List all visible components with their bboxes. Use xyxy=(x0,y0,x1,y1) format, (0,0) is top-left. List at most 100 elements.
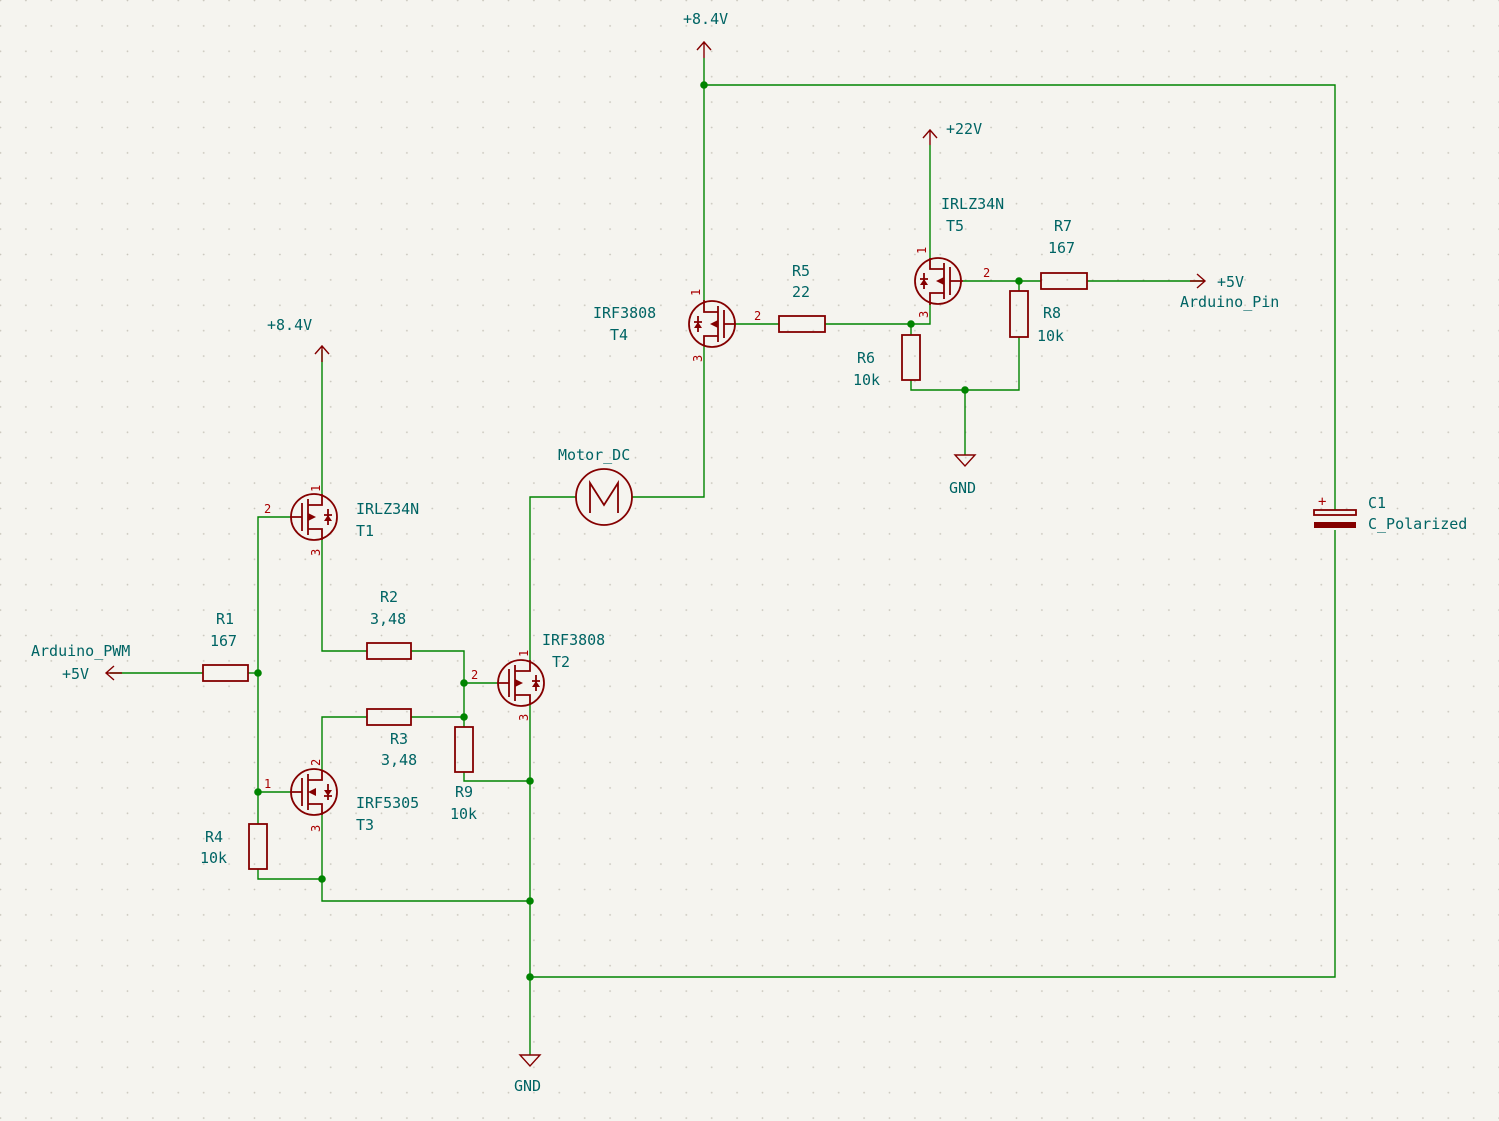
wire-c1-gnd xyxy=(530,530,1336,978)
gnd-label: GND xyxy=(514,1077,541,1095)
wire-t3-source-gnd xyxy=(321,815,530,902)
r3-value: 3,48 xyxy=(381,751,417,769)
wire-t4-source-motor xyxy=(632,345,705,498)
junction-dot xyxy=(254,788,262,796)
mosfet-t3[interactable] xyxy=(290,768,338,816)
r4-value: 10k xyxy=(200,849,227,867)
power-p84-left[interactable]: +8.4V xyxy=(267,316,330,362)
r9-ref: R9 xyxy=(455,783,473,801)
t2-pin1: 1 xyxy=(517,650,531,657)
capacitor-c1[interactable]: + xyxy=(1313,494,1357,528)
c1-polarity-mark: + xyxy=(1318,494,1326,510)
wires xyxy=(110,58,1336,1055)
junction-dot xyxy=(460,679,468,687)
t4-pin2: 2 xyxy=(754,309,761,323)
gnd-bottom[interactable]: GND xyxy=(514,1054,542,1095)
t1-pin1: 1 xyxy=(309,485,323,492)
r2-ref: R2 xyxy=(380,588,398,606)
r7-ref: R7 xyxy=(1054,217,1072,235)
resistor-r5[interactable] xyxy=(778,315,826,333)
junctions xyxy=(254,81,1023,981)
t3-ref: T3 xyxy=(356,816,374,834)
junction-dot xyxy=(254,669,262,677)
junction-dot xyxy=(318,875,326,883)
t4-pin1: 1 xyxy=(689,289,703,296)
resistor-r3[interactable] xyxy=(366,708,412,726)
power-p22[interactable]: +22V xyxy=(922,120,982,145)
t2-ref: T2 xyxy=(552,653,570,671)
gnd-top[interactable]: GND xyxy=(949,454,977,497)
mosfet-t4[interactable] xyxy=(688,300,736,348)
t2-value: IRF3808 xyxy=(542,631,605,649)
t1-pin2: 2 xyxy=(264,502,271,516)
resistor-r9[interactable] xyxy=(454,726,474,773)
r7-value: 167 xyxy=(1048,239,1075,257)
r8-value: 10k xyxy=(1037,327,1064,345)
t3-pin1: 1 xyxy=(264,777,271,791)
power-label: +8.4V xyxy=(267,316,312,334)
resistor-r4[interactable] xyxy=(248,823,268,870)
junction-dot xyxy=(907,320,915,328)
t4-ref: T4 xyxy=(610,326,628,344)
r4-ref: R4 xyxy=(205,828,223,846)
wire-r9 xyxy=(463,772,530,782)
power-p5-right[interactable]: +5V Arduino_Pin xyxy=(1180,273,1279,311)
net-label-arduino-pwm: Arduino_PWM xyxy=(31,642,130,660)
power-label: +5V xyxy=(1217,273,1244,291)
junction-dot xyxy=(700,81,708,89)
r6-ref: R6 xyxy=(857,349,875,367)
power-p84-top[interactable]: +8.4V xyxy=(683,10,728,58)
r5-ref: R5 xyxy=(792,262,810,280)
resistor-r1[interactable] xyxy=(202,664,249,682)
c1-ref: C1 xyxy=(1368,494,1386,512)
t3-pin2: 2 xyxy=(309,759,323,766)
junction-dot xyxy=(526,777,534,785)
resistor-r7[interactable] xyxy=(1040,272,1088,290)
gnd-label: GND xyxy=(949,479,976,497)
r6-value: 10k xyxy=(853,371,880,389)
t5-pin2: 2 xyxy=(983,266,990,280)
r1-ref: R1 xyxy=(216,610,234,628)
t3-value: IRF5305 xyxy=(356,794,419,812)
power-label: +5V xyxy=(62,665,89,683)
r3-ref: R3 xyxy=(390,730,408,748)
t2-pin3: 3 xyxy=(517,714,531,721)
t5-value: IRLZ34N xyxy=(941,195,1004,213)
mosfet-t5[interactable] xyxy=(914,257,963,305)
motor-value: Motor_DC xyxy=(558,446,630,464)
resistor-r2[interactable] xyxy=(366,642,412,660)
power-p5-left[interactable]: +5V Arduino_PWM xyxy=(31,642,130,683)
junction-dot xyxy=(526,897,534,905)
wire-top-rail xyxy=(703,58,1336,512)
t2-pin2: 2 xyxy=(471,668,478,682)
wire-r4-bottom xyxy=(257,869,322,880)
junction-dot xyxy=(526,973,534,981)
mosfet-t1[interactable] xyxy=(290,493,338,541)
r1-value: 167 xyxy=(210,632,237,650)
r2-value: 3,48 xyxy=(370,610,406,628)
net-label-arduino-pin: Arduino_Pin xyxy=(1180,293,1279,311)
junction-dot xyxy=(460,713,468,721)
mosfet-t2[interactable] xyxy=(497,659,545,707)
power-label: +8.4V xyxy=(683,10,728,28)
power-label: +22V xyxy=(946,120,982,138)
wire-r2-right xyxy=(411,650,465,717)
t4-value: IRF3808 xyxy=(593,304,656,322)
c1-value: C_Polarized xyxy=(1368,515,1467,533)
t4-pin3: 3 xyxy=(691,355,705,362)
t5-ref: T5 xyxy=(946,217,964,235)
r5-value: 22 xyxy=(792,283,810,301)
t1-pin3: 3 xyxy=(309,549,323,556)
resistor-r8[interactable] xyxy=(1009,290,1029,338)
t3-pin3: 3 xyxy=(309,825,323,832)
junction-dot xyxy=(961,386,969,394)
wire-t1-source-r2 xyxy=(321,540,367,652)
r8-ref: R8 xyxy=(1043,304,1061,322)
t5-pin1: 1 xyxy=(915,247,929,254)
resistor-r6[interactable] xyxy=(901,334,921,381)
t1-value: IRLZ34N xyxy=(356,500,419,518)
t1-ref: T1 xyxy=(356,522,374,540)
motor-dc[interactable] xyxy=(575,468,633,526)
